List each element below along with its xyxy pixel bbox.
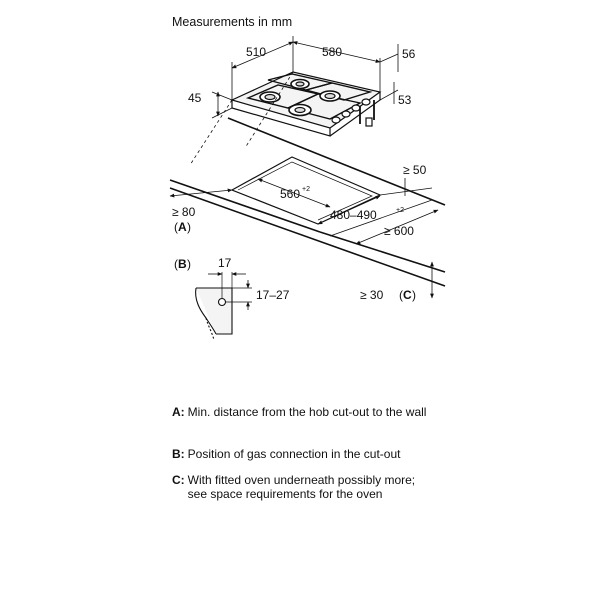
dim-hob-back-offset: 56 (402, 47, 416, 61)
dim-min-wall-distance: ≥ 80 (172, 205, 196, 219)
hob-front-edge (231, 100, 331, 137)
dim-hob-height: 45 (188, 91, 202, 105)
svg-text:(: ( (174, 220, 178, 234)
cutout-width-label: 560 +2 (280, 186, 310, 201)
svg-text:(: ( (174, 257, 178, 271)
dim-cutout-depth: 480–490 (330, 208, 377, 222)
legend-item-c: C: With fitted oven underneath possibly … (172, 473, 472, 501)
dim-cutout-width: 560 (280, 187, 300, 201)
legend-key: C: (172, 473, 185, 487)
detail-b-label: ( B ) (174, 257, 191, 271)
legend-key: A: (172, 405, 185, 419)
dim-hob-depth: 510 (246, 45, 266, 59)
hob-drawing (230, 71, 382, 137)
dim-min-back-distance: ≥ 50 (403, 163, 427, 177)
dim-min-worktop-depth: ≥ 600 (384, 224, 414, 238)
legend-text: Position of gas connection in the cut-ou… (187, 447, 401, 461)
legend-text: Min. distance from the hob cut-out to th… (187, 405, 427, 419)
ref-wall: A (178, 220, 187, 234)
worktop (169, 71, 446, 287)
dim-min-gap-below: ≥ 30 (360, 288, 384, 302)
gas-connection-detail (195, 272, 252, 341)
cutout-depth-label: 480–490 +2 (330, 207, 404, 222)
dim-hob-edge-height: 53 (398, 93, 412, 107)
svg-text:(: ( (399, 288, 403, 302)
legend-item-b: B: Position of gas connection in the cut… (172, 447, 472, 461)
hob-dimensions (211, 36, 399, 119)
dim-hob-width: 580 (322, 45, 342, 59)
dim-cutout-width-tolerance: +2 (302, 186, 310, 193)
legend-item-a: A: Min. distance from the hob cut-out to… (172, 405, 472, 419)
dim-gas-offset: 17 (218, 256, 232, 270)
svg-text:): ) (412, 288, 416, 302)
svg-text:): ) (187, 220, 191, 234)
diagram-title: Measurements in mm (172, 15, 292, 29)
legend-text: With fitted oven underneath possibly mor… (187, 473, 416, 501)
wall-distance-label: ≥ 80 ( A ) (172, 205, 196, 234)
dim-gas-height: 17–27 (256, 288, 290, 302)
cutout-dimensions (169, 178, 439, 299)
svg-text:): ) (187, 257, 191, 271)
ref-gap: C (403, 288, 412, 302)
ref-detail: B (178, 257, 187, 271)
dim-cutout-depth-tolerance: +2 (396, 207, 404, 214)
legend-key: B: (172, 447, 185, 461)
gas-connection-point (217, 297, 227, 307)
gap-below-label: ≥ 30 ( C ) (360, 288, 416, 302)
